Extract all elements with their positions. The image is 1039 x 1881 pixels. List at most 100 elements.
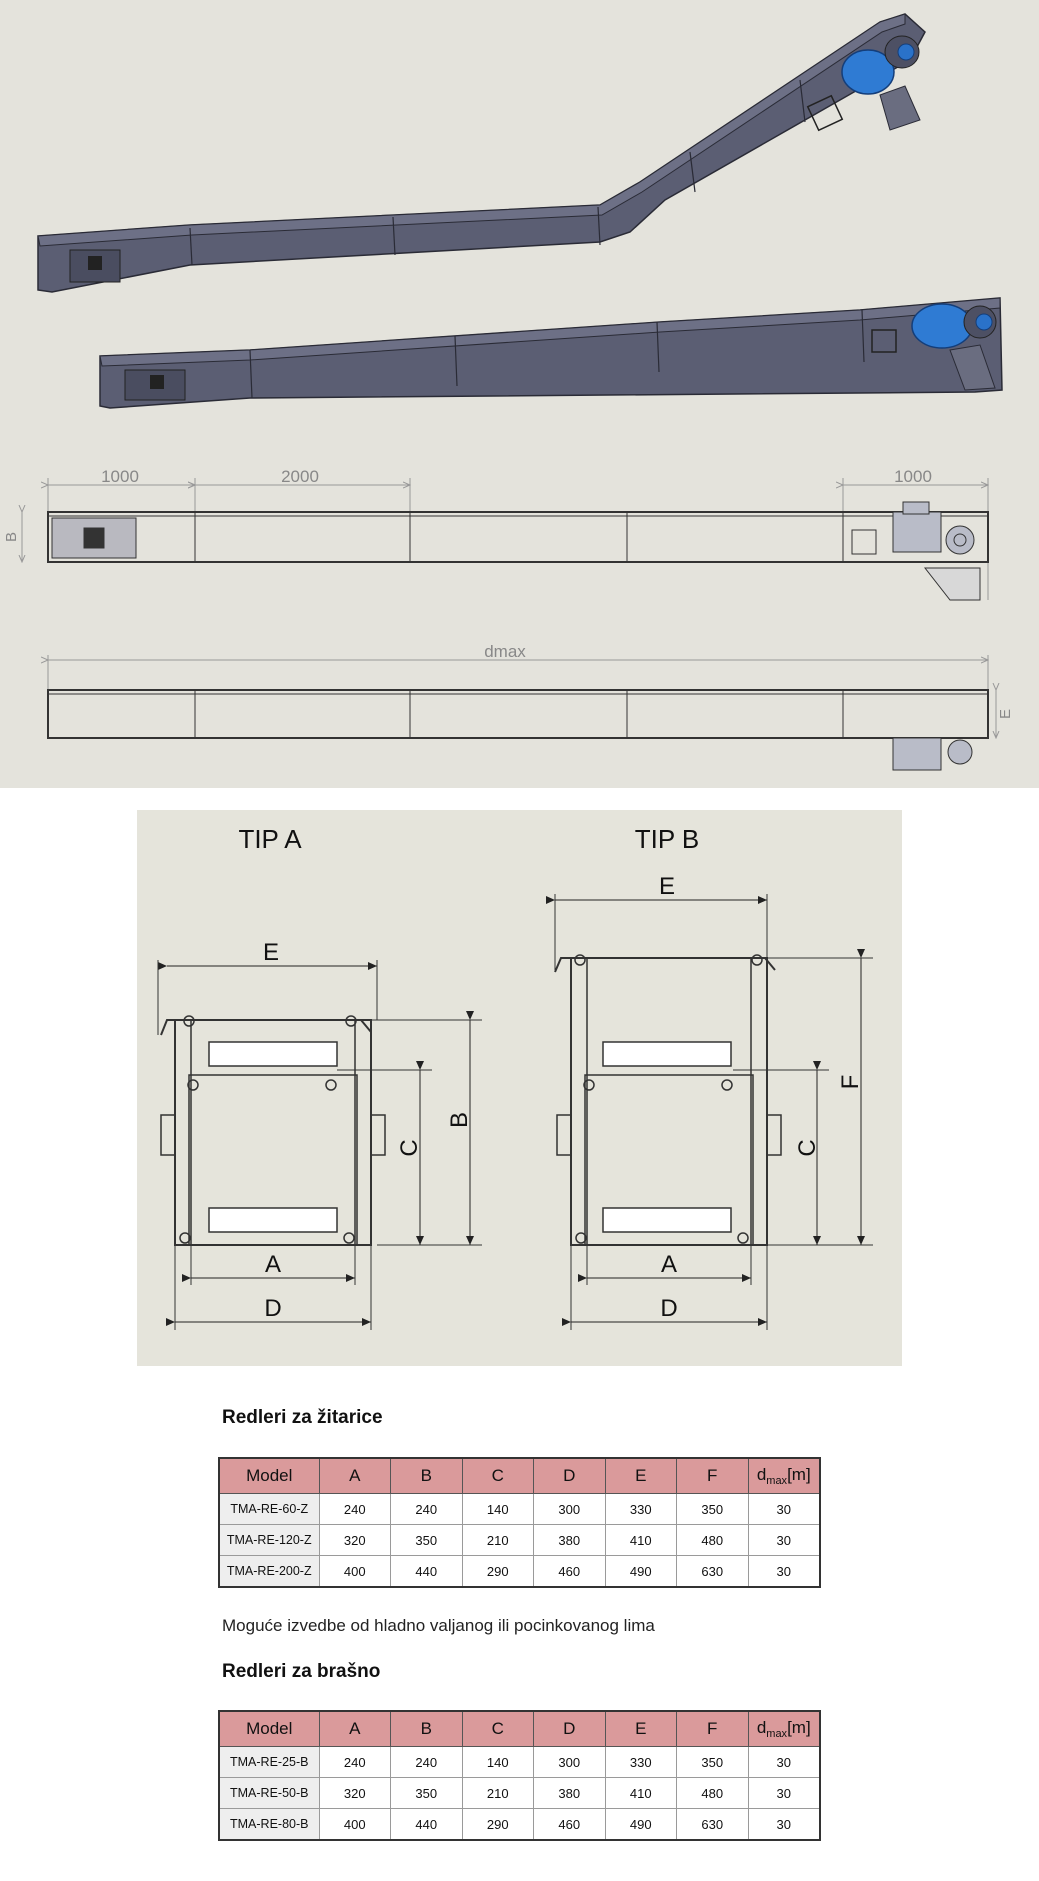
dim-right-length: 1000 <box>894 467 932 486</box>
header-d: D <box>533 1710 606 1747</box>
cell-f: 630 <box>676 1808 749 1841</box>
cell-f: 350 <box>676 1746 749 1778</box>
cell-c: 210 <box>461 1524 534 1556</box>
table-row: TMA-RE-80-B 400 440 290 460 490 630 30 <box>218 1808 821 1841</box>
dim-left-length: 1000 <box>101 467 139 486</box>
section-title-grain: Redleri za žitarice <box>222 1407 383 1428</box>
cell-a: 400 <box>318 1808 391 1841</box>
cell-dmax: 30 <box>747 1808 821 1841</box>
tip-b-label-e: E <box>659 873 675 900</box>
dim-top-height: E <box>997 709 1014 719</box>
cross-section-drawing: TIP A TIP B E B C A D E F C A D <box>157 824 873 1330</box>
header-model: Model <box>218 1457 320 1494</box>
table-row: TMA-RE-25-B 240 240 140 300 330 350 30 <box>218 1746 821 1778</box>
cell-a: 400 <box>318 1555 391 1588</box>
header-d: D <box>533 1457 606 1494</box>
cell-f: 630 <box>676 1555 749 1588</box>
header-c: C <box>461 1710 534 1747</box>
cell-model: TMA-RE-80-B <box>218 1808 320 1841</box>
table-header-row: Model A B C D E F dmax[m] <box>218 1710 821 1747</box>
table-row: TMA-RE-120-Z 320 350 210 380 410 480 30 <box>218 1524 821 1556</box>
conveyor-top-view <box>48 655 996 771</box>
tip-b-label-d: D <box>660 1295 677 1322</box>
header-a: A <box>318 1710 391 1747</box>
cell-a: 240 <box>318 1746 391 1778</box>
conveyor-drawing-panel: 1000 2000 1000 B dmax E <box>0 0 1039 788</box>
cell-dmax: 30 <box>747 1493 821 1525</box>
dim-total-length: dmax <box>484 642 526 661</box>
cell-d: 460 <box>533 1555 606 1588</box>
header-dmax: dmax[m] <box>747 1457 821 1494</box>
tip-a-label-b: B <box>446 1112 473 1128</box>
header-dmax: dmax[m] <box>747 1710 821 1747</box>
header-c: C <box>461 1457 534 1494</box>
header-a: A <box>318 1457 391 1494</box>
tip-b-title: TIP B <box>635 824 700 854</box>
cell-c: 290 <box>461 1555 534 1588</box>
cell-c: 140 <box>461 1493 534 1525</box>
header-model: Model <box>218 1710 320 1747</box>
cell-e: 330 <box>604 1746 677 1778</box>
cell-b: 240 <box>390 1746 463 1778</box>
cell-a: 320 <box>318 1777 391 1809</box>
cell-f: 350 <box>676 1493 749 1525</box>
tip-b-label-a: A <box>661 1251 677 1278</box>
cell-model: TMA-RE-120-Z <box>218 1524 320 1556</box>
header-f: F <box>676 1710 749 1747</box>
table-row: TMA-RE-50-B 320 350 210 380 410 480 30 <box>218 1777 821 1809</box>
cell-b: 440 <box>390 1555 463 1588</box>
conveyor-render-horizontal <box>99 297 1003 409</box>
cell-model: TMA-RE-60-Z <box>218 1493 320 1525</box>
cell-b: 350 <box>390 1524 463 1556</box>
cell-b: 350 <box>390 1777 463 1809</box>
tip-b-label-f: F <box>837 1075 864 1090</box>
cross-section-panel: TIP A TIP B E B C A D E F C A D <box>137 810 902 1366</box>
tip-a-section <box>157 960 482 1330</box>
header-b: B <box>390 1457 463 1494</box>
cell-a: 240 <box>318 1493 391 1525</box>
dim-middle-length: 2000 <box>281 467 319 486</box>
tip-a-label-d: D <box>264 1295 281 1322</box>
header-b: B <box>390 1710 463 1747</box>
cell-c: 210 <box>461 1777 534 1809</box>
cell-f: 480 <box>676 1524 749 1556</box>
header-e: E <box>604 1710 677 1747</box>
material-note: Moguće izvedbe od hladno valjanog ili po… <box>222 1616 655 1635</box>
cell-e: 490 <box>604 1808 677 1841</box>
cell-e: 490 <box>604 1555 677 1588</box>
cell-d: 460 <box>533 1808 606 1841</box>
header-f: F <box>676 1457 749 1494</box>
conveyor-render-inclined <box>37 13 926 293</box>
cell-dmax: 30 <box>747 1746 821 1778</box>
cell-e: 330 <box>604 1493 677 1525</box>
cell-e: 410 <box>604 1524 677 1556</box>
cell-b: 440 <box>390 1808 463 1841</box>
tip-b-label-c: C <box>794 1139 821 1156</box>
cell-dmax: 30 <box>747 1524 821 1556</box>
cell-d: 300 <box>533 1746 606 1778</box>
header-e: E <box>604 1457 677 1494</box>
cell-b: 240 <box>390 1493 463 1525</box>
cell-f: 480 <box>676 1777 749 1809</box>
section-title-flour: Redleri za brašno <box>222 1661 381 1682</box>
tip-a-label-c: C <box>396 1139 423 1156</box>
tip-a-title: TIP A <box>238 824 302 854</box>
cell-d: 380 <box>533 1777 606 1809</box>
dim-side-height: B <box>3 532 20 542</box>
tip-a-label-e: E <box>263 939 279 966</box>
table-header-row: Model A B C D E F dmax[m] <box>218 1457 821 1494</box>
conveyor-side-view <box>22 478 989 601</box>
cell-d: 380 <box>533 1524 606 1556</box>
cell-c: 290 <box>461 1808 534 1841</box>
tip-a-label-a: A <box>265 1251 281 1278</box>
spec-table-flour: Model A B C D E F dmax[m] TMA-RE-25-B 24… <box>218 1710 821 1841</box>
table-row: TMA-RE-60-Z 240 240 140 300 330 350 30 <box>218 1493 821 1525</box>
table-row: TMA-RE-200-Z 400 440 290 460 490 630 30 <box>218 1555 821 1588</box>
cell-model: TMA-RE-200-Z <box>218 1555 320 1588</box>
tip-b-section <box>546 894 873 1330</box>
cell-e: 410 <box>604 1777 677 1809</box>
cell-d: 300 <box>533 1493 606 1525</box>
spec-table-grain: Model A B C D E F dmax[m] TMA-RE-60-Z 24… <box>218 1457 821 1588</box>
cell-model: TMA-RE-50-B <box>218 1777 320 1809</box>
cell-model: TMA-RE-25-B <box>218 1746 320 1778</box>
